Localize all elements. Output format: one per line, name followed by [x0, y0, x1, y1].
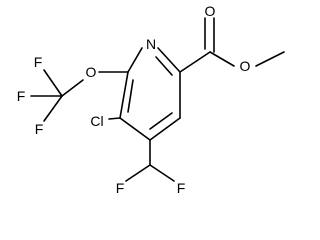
bond-c4-c3: [119, 117, 151, 141]
bond-n-c6-inner: [155, 56, 173, 76]
bond-c3-c2: [119, 71, 129, 119]
bond-oester-methyl: [255, 51, 285, 67]
atom-f-bottom-left: F: [35, 121, 44, 137]
bond-c3-c2-inner: [127, 79, 134, 113]
bond-c5-c4-inner: [149, 112, 173, 130]
atom-o-carbonyl: O: [205, 3, 216, 19]
bond-chf2-f-right: [149, 164, 175, 182]
chemical-structure-diagram: N O F F F Cl O O F F: [17, 3, 285, 196]
bond-c6-carbonyl: [179, 51, 211, 73]
atom-n-ring: N: [146, 36, 156, 52]
atom-f-chf2-right: F: [177, 180, 186, 196]
atom-o-ester: O: [240, 58, 251, 74]
bond-c3-cl: [108, 117, 121, 120]
atom-f-top-left: F: [34, 54, 43, 70]
bond-o-cf3: [61, 79, 84, 97]
bond-c5-c4: [149, 117, 181, 141]
bond-carbonyl-oester: [209, 51, 235, 67]
bond-n-c6: [157, 47, 181, 73]
atom-cl: Cl: [90, 113, 103, 129]
bond-cf3-f-top: [43, 69, 63, 97]
bond-c2-n: [127, 47, 143, 73]
atom-f-chf2-left: F: [116, 180, 125, 196]
bond-chf2-f-left: [125, 164, 151, 182]
atom-o-ether: O: [86, 64, 97, 80]
atom-f-left: F: [17, 88, 26, 104]
bond-cf3-f-bottom: [43, 95, 63, 122]
